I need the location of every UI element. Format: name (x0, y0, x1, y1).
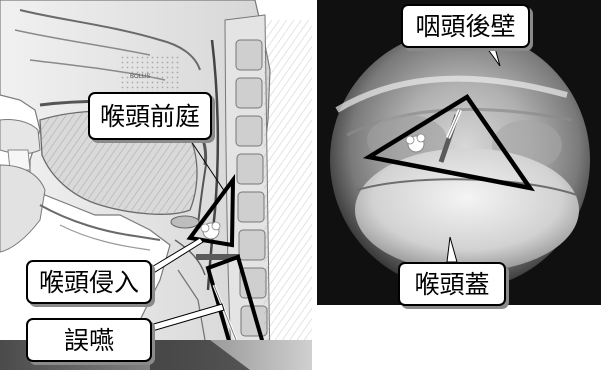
epiglottis-shape (355, 148, 579, 272)
laryngeal-vestibule-label: 喉頭前庭 (88, 92, 212, 140)
cervical-spine (225, 15, 312, 370)
bolus-label: BOLUS (130, 74, 150, 80)
posterior-pharyngeal-wall-label: 咽頭後壁 (401, 4, 530, 48)
head-neck-sagittal-section-image: BOLUS (0, 0, 312, 370)
epiglottis-label: 喉頭蓋 (398, 262, 506, 306)
sagittal-illustration-panel: BOLUS (0, 0, 312, 370)
laryngeal-penetration-label: 喉頭侵入 (26, 260, 152, 304)
aspiration-label: 誤嚥 (26, 318, 152, 362)
